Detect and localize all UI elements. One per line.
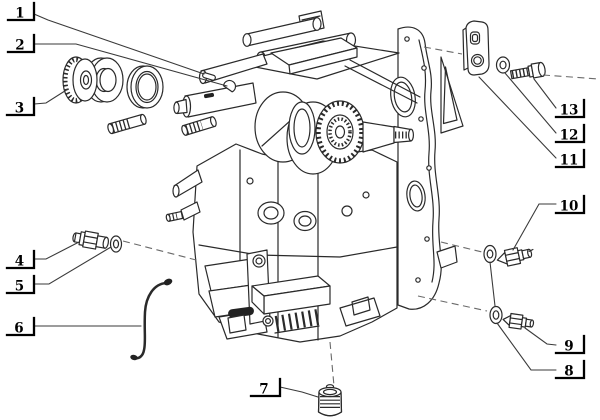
crankshaft-assembly <box>173 53 415 175</box>
callout-2[interactable]: 2 <box>6 33 36 54</box>
leader-lines <box>33 13 557 398</box>
part-sealing-washer-upper <box>483 244 497 264</box>
leader-line-4 <box>33 241 80 260</box>
leader-line-13 <box>533 78 557 109</box>
callout-12-bracket <box>554 123 586 144</box>
callout-8-bracket <box>554 359 586 380</box>
part-shaft-key <box>202 72 216 81</box>
callout-3[interactable]: 3 <box>5 96 36 117</box>
callout-8-number: 8 <box>564 364 573 380</box>
callout-8[interactable]: 8 <box>554 359 586 380</box>
rear-flange <box>390 26 464 310</box>
callout-7[interactable]: 7 <box>249 377 282 398</box>
leader-line-10 <box>512 203 557 251</box>
part-oil-switch-lower <box>502 312 535 330</box>
crankcase-body <box>165 143 398 343</box>
part-woodruff-key <box>222 79 237 93</box>
callout-2-number: 2 <box>15 38 24 54</box>
callout-4-number: 4 <box>15 254 24 270</box>
crank-nose <box>184 82 257 118</box>
part-bracket-tab <box>462 20 490 76</box>
callout-12[interactable]: 12 <box>554 123 586 144</box>
callout-5-number: 5 <box>15 279 24 295</box>
callout-10[interactable]: 10 <box>554 194 586 215</box>
callout-2-bracket <box>6 33 36 54</box>
leader-line-8 <box>489 261 557 371</box>
callout-7-number: 7 <box>259 382 268 398</box>
callout-9-bracket <box>554 334 586 355</box>
primary-gear <box>315 100 365 164</box>
callout-6-bracket <box>5 316 36 337</box>
leader-line-7 <box>279 386 319 398</box>
callout-13[interactable]: 13 <box>554 98 586 119</box>
callout-13-bracket <box>554 98 586 119</box>
part-drain-plug <box>317 384 343 417</box>
part-sensor-cable <box>130 278 173 361</box>
leader-line-9 <box>524 327 557 346</box>
part-sealing-washer-lower <box>489 305 503 325</box>
callout-9[interactable]: 9 <box>554 334 586 355</box>
part-washer-5 <box>109 235 123 253</box>
stud-bolt <box>107 113 147 135</box>
callout-1-bracket <box>6 1 36 22</box>
callout-3-bracket <box>5 96 36 117</box>
part-flange-bolt <box>509 61 546 80</box>
callout-5-bracket <box>5 274 36 295</box>
callout-1[interactable]: 1 <box>6 1 36 22</box>
callout-6[interactable]: 6 <box>5 316 36 337</box>
callout-1-number: 1 <box>15 6 24 22</box>
leader-line-2 <box>33 43 228 87</box>
callout-10-bracket <box>554 194 586 215</box>
callout-10-number: 10 <box>560 199 579 215</box>
part-washer-12 <box>495 56 511 74</box>
projection-lines <box>122 46 600 387</box>
part-oil-switch-upper <box>496 247 534 267</box>
callout-5[interactable]: 5 <box>5 274 36 295</box>
engine-crankcase-drawing <box>107 10 464 343</box>
leader-line-3 <box>33 88 69 105</box>
part-timing-sprocket <box>62 56 98 104</box>
callout-13-number: 13 <box>560 103 579 119</box>
callout-6-number: 6 <box>14 321 23 337</box>
callout-11-bracket <box>554 148 586 169</box>
leader-line-12 <box>504 72 557 134</box>
callout-3-number: 3 <box>15 101 24 117</box>
callout-4[interactable]: 4 <box>5 249 36 270</box>
leader-line-1 <box>33 13 205 75</box>
part-oil-seal <box>126 65 164 109</box>
callout-4-bracket <box>5 249 36 270</box>
callout-12-number: 12 <box>560 128 579 144</box>
callout-7-bracket <box>249 377 282 398</box>
leader-line-11 <box>478 76 557 159</box>
callouts: 1 2 3 4 5 6 7 8 <box>5 1 586 398</box>
stud-bolt <box>181 116 217 136</box>
callout-11[interactable]: 11 <box>554 148 586 169</box>
callout-9-number: 9 <box>564 339 573 355</box>
part-sensor-bolt <box>72 230 109 250</box>
callout-11-number: 11 <box>560 153 579 169</box>
leader-line-5 <box>33 246 112 285</box>
